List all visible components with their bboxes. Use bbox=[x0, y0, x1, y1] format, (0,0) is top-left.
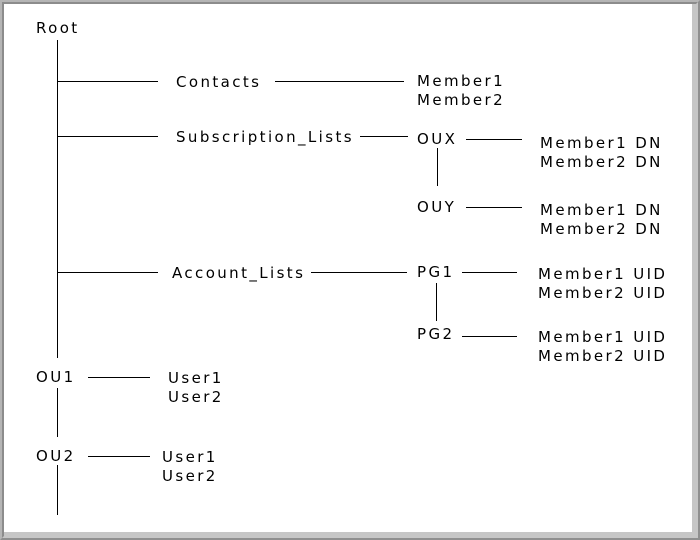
connector-pg1-to-pg2 bbox=[436, 283, 437, 321]
connector-trunk-to-account-lists bbox=[57, 272, 158, 273]
node-ou1-user2: User2 bbox=[168, 388, 224, 406]
node-pg1-member1-uid: Member1 UID bbox=[538, 265, 668, 283]
node-oux-member1-dn: Member1 DN bbox=[540, 134, 663, 152]
node-pg2-member1-uid: Member1 UID bbox=[538, 328, 668, 346]
connector-ou1-to-ou2 bbox=[57, 388, 58, 437]
node-ouy-member2-dn: Member2 DN bbox=[540, 220, 663, 238]
connector-root-trunk bbox=[57, 40, 58, 358]
connector-pg2-to-members bbox=[462, 336, 517, 337]
node-subscription-lists: Subscription_Lists bbox=[176, 128, 354, 146]
connector-ou2-to-users bbox=[88, 456, 150, 457]
node-pg2-member2-uid: Member2 UID bbox=[538, 347, 668, 365]
diagram-canvas bbox=[4, 4, 696, 536]
node-account-lists: Account_Lists bbox=[172, 264, 306, 282]
node-ouy: OUY bbox=[417, 198, 457, 216]
connector-ouy-to-members bbox=[466, 207, 522, 208]
connector-ou2-tail bbox=[57, 465, 58, 515]
connector-contacts-to-members bbox=[275, 81, 404, 82]
connector-ou1-to-users bbox=[88, 377, 150, 378]
node-contacts: Contacts bbox=[176, 73, 262, 91]
node-pg2: PG2 bbox=[417, 325, 455, 343]
node-ou1: OU1 bbox=[36, 368, 76, 386]
connector-oux-to-members bbox=[466, 139, 522, 140]
node-root: Root bbox=[36, 19, 80, 37]
connector-pg1-to-members bbox=[462, 272, 517, 273]
node-ou2: OU2 bbox=[36, 447, 76, 465]
connector-trunk-to-subscription-lists bbox=[57, 136, 158, 137]
connector-oux-to-ouy bbox=[437, 148, 438, 186]
node-pg1: PG1 bbox=[417, 263, 455, 281]
node-oux: OUX bbox=[417, 130, 458, 148]
node-ou2-user1: User1 bbox=[162, 448, 218, 466]
node-pg1-member2-uid: Member2 UID bbox=[538, 284, 668, 302]
node-ouy-member1-dn: Member1 DN bbox=[540, 201, 663, 219]
node-oux-member2-dn: Member2 DN bbox=[540, 153, 663, 171]
node-contacts-member2: Member2 bbox=[417, 91, 506, 109]
node-contacts-member1: Member1 bbox=[417, 72, 506, 90]
connector-subscription-lists-to-oux bbox=[360, 136, 408, 137]
connector-trunk-to-contacts bbox=[57, 81, 158, 82]
node-ou2-user2: User2 bbox=[162, 467, 218, 485]
node-ou1-user1: User1 bbox=[168, 369, 224, 387]
connector-account-lists-to-pg1 bbox=[311, 272, 407, 273]
